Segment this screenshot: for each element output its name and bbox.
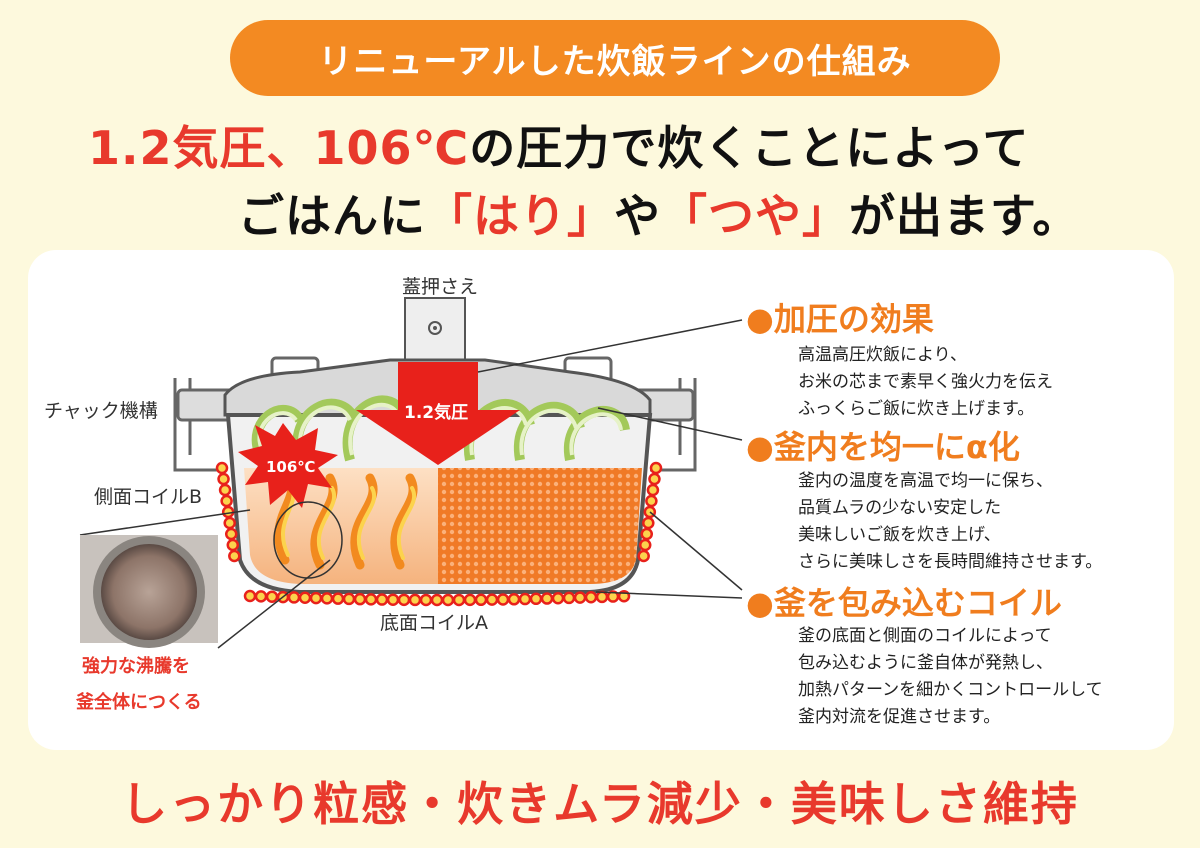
coil-dot: [298, 591, 312, 605]
boiling-photo: [80, 535, 218, 648]
coil-dot: [218, 483, 232, 497]
coil-dot: [224, 527, 238, 541]
coil-dot: [529, 592, 543, 606]
section-line: 包み込むように釜自体が発熱し、: [798, 653, 1053, 673]
coil-dot: [551, 591, 565, 605]
coil-dot: [646, 483, 660, 497]
coil-dot: [215, 461, 229, 475]
coil-dot: [518, 592, 532, 606]
coil-dot: [375, 593, 389, 606]
coil-dot: [254, 590, 268, 603]
coil-dot: [649, 461, 663, 475]
coil-dot: [430, 593, 444, 607]
headline-part-b: や: [614, 189, 661, 243]
coil-dot: [364, 593, 378, 606]
photo-caption-2: 釜全体につくる: [76, 692, 202, 713]
section-coil-title: ●釜を包み込むコイル: [746, 584, 1062, 622]
coil-dot: [220, 494, 233, 508]
boiling-highlight: [273, 501, 343, 579]
coil-dot: [309, 591, 323, 605]
arrow-pressure-label: 1.2気圧: [404, 403, 469, 423]
section-pressure-body: 高温高圧炊飯により、 お米の芯まで素早く強火力を伝え ふっくらご飯に炊き上げます…: [798, 342, 1053, 423]
coil-dot: [496, 593, 510, 606]
headline-line-1-rest: の圧力で炊くことによって: [469, 121, 1030, 175]
label-chuck-mechanism: チャック機構: [44, 400, 158, 422]
coil-dot: [419, 593, 433, 607]
section-uniform-title: ●釜内を均一にα化: [746, 428, 1020, 466]
headline-part-c: が出ます。: [849, 189, 1080, 243]
coil-dot: [648, 472, 661, 486]
rice-grains: [438, 468, 642, 584]
coil-dot: [217, 472, 230, 486]
section-line: 釜内の温度を高温で均一に保ち、: [798, 471, 1053, 491]
label-lid-press: 蓋押さえ: [402, 276, 479, 298]
photo-caption-1: 強力な沸騰を: [82, 656, 190, 677]
title-banner: リニューアルした炊飯ラインの仕組み: [230, 20, 1000, 96]
coil-dot: [386, 593, 400, 606]
coil-dot: [474, 593, 488, 607]
coil-dot: [640, 527, 654, 541]
coil-dot: [243, 589, 257, 603]
temperature-burst: [238, 423, 338, 508]
coil-dot: [562, 591, 576, 605]
coil-dot: [463, 593, 477, 607]
coil-dot: [320, 592, 334, 605]
bottom-tagline: しっかり粒感・炊きムラ減少・美味しさ維持: [121, 777, 1079, 831]
coil-dot: [584, 591, 598, 604]
coil-dot: [265, 590, 279, 603]
coils: [215, 461, 663, 607]
section-line: 品質ムラの少ない安定した: [798, 498, 1002, 518]
label-side-coil: 側面コイルB: [94, 486, 203, 508]
coil-dot: [507, 593, 521, 606]
coil-dot: [595, 590, 609, 604]
coil-dot: [287, 591, 301, 604]
coil-dot: [540, 592, 554, 605]
coil-dot: [331, 592, 345, 605]
coil-dot: [223, 516, 236, 530]
coil-dot: [642, 516, 655, 530]
coil-dot: [226, 538, 240, 552]
section-line: 美味しいご飯を炊き上げ、: [798, 525, 1001, 545]
section-line: さらに美味しさを長時間維持させます。: [798, 552, 1103, 572]
coil-dot: [342, 592, 356, 606]
coil-dot: [452, 593, 466, 607]
section-line: ふっくらご飯に炊き上げます。: [798, 399, 1035, 419]
coil-dot: [441, 593, 455, 607]
headline-part-a: ごはんに: [238, 189, 426, 243]
lid-press: [404, 297, 466, 361]
section-line: 釜の底面と側面のコイルによって: [798, 626, 1052, 646]
coil-dot: [228, 549, 241, 563]
headline-pressure-temp: 1.2気圧、106℃: [88, 121, 470, 175]
coil-dot: [408, 593, 422, 607]
page-title: リニューアルした炊飯ラインの仕組み: [318, 41, 912, 82]
section-pressure-title: ●加圧の効果: [746, 300, 934, 338]
coil-dot: [638, 538, 652, 552]
section-uniform-body: 釜内の温度を高温で均一に保ち、 品質ムラの少ない安定した 美味しいご飯を炊き上げ…: [798, 468, 1102, 576]
headline-tsuya: 「つや」: [661, 189, 849, 243]
section-line: 釜内対流を促進させます。: [798, 707, 1001, 727]
section-line: お米の芯まで素早く強火力を伝え: [798, 372, 1053, 392]
burst-temperature-label: 106℃: [266, 458, 316, 476]
leader-lines: [79, 319, 743, 649]
headline-line-2: ごはんに「はり」や「つや」が出ます。: [238, 180, 1079, 246]
coil-dot: [485, 593, 499, 606]
label-bottom-coil: 底面コイルA: [380, 612, 488, 634]
coil-dot: [353, 592, 367, 606]
section-line: 高温高圧炊飯により、: [798, 345, 967, 365]
coil-dot: [645, 494, 658, 508]
section-coil-body: 釜の底面と側面のコイルによって 包み込むように釜自体が発熱し、 加熱パターンを細…: [798, 623, 1103, 731]
headline-line-1: 1.2気圧、106℃の圧力で炊くことによって: [88, 112, 1030, 178]
pressure-arrow: [356, 362, 520, 465]
coil-dot: [637, 549, 650, 563]
headline-hari: 「はり」: [426, 189, 614, 243]
coil-dot: [397, 593, 411, 607]
section-line: 加熱パターンを細かくコントロールして: [798, 680, 1103, 700]
coil-dot: [573, 591, 587, 604]
